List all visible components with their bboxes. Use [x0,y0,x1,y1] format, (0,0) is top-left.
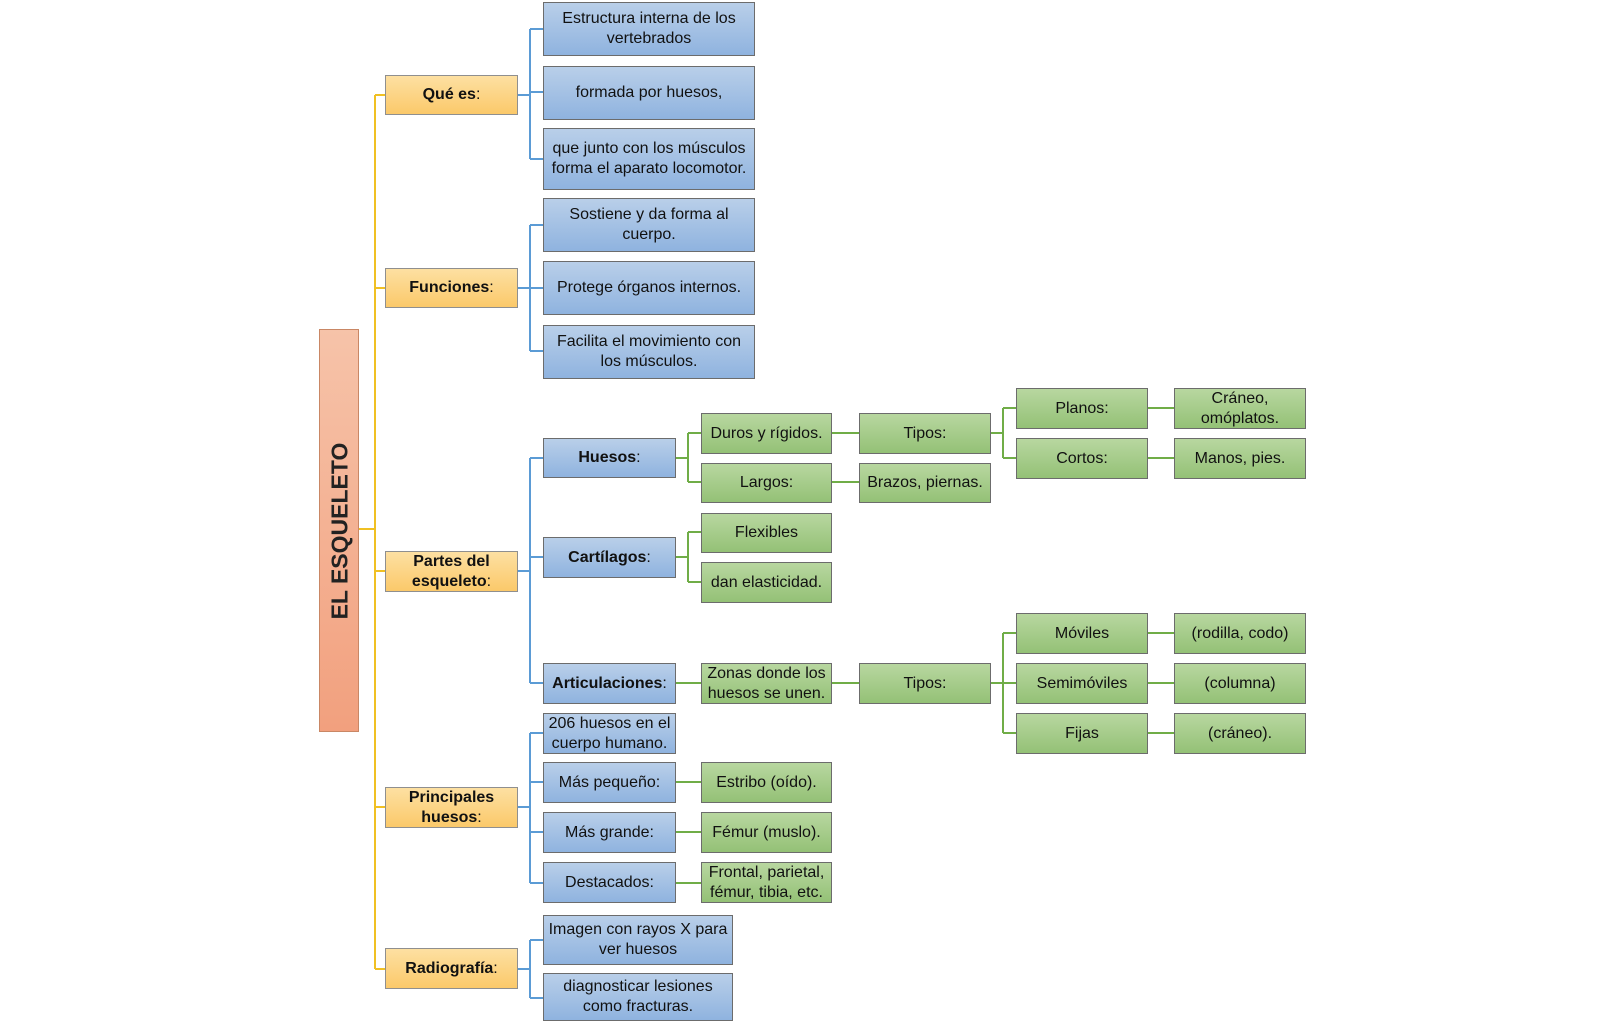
cartilagos-node: Cartílagos: [543,537,676,578]
huesos-node: Huesos: [543,438,676,478]
node-principales: Principales huesos: [385,787,518,828]
principales-pequeno: Más pequeño: [543,762,676,803]
node-funciones: Funciones: [385,268,518,308]
huesos-cortos: Cortos: [1016,438,1148,479]
huesos-planos-ejemplo: Cráneo, omóplatos. [1174,388,1306,429]
cartilagos-item-1: Flexibles [701,513,832,553]
funciones-item-1: Sostiene y da forma al cuerpo. [543,198,755,252]
principales-count: 206 huesos en el cuerpo humano. [543,713,676,754]
blue-connectors [518,28,543,999]
node-radiografia: Radiografía: [385,948,518,989]
root-node: EL ESQUELETO [319,329,359,732]
root-title: EL ESQUELETO [326,442,352,619]
articulaciones-fijas: Fijas [1016,713,1148,754]
huesos-planos: Planos: [1016,388,1148,429]
que-es-label: Qué es [422,86,476,103]
partes-label: Partes del esqueleto [411,552,490,590]
huesos-label: Huesos [578,449,637,466]
funciones-item-2: Protege órganos internos. [543,261,755,315]
articulaciones-node: Articulaciones: [543,663,676,704]
articulaciones-label: Articulaciones [552,674,663,692]
principales-grande: Más grande: [543,812,676,853]
articulaciones-semimoviles: Semimóviles [1016,663,1148,704]
principales-destacados: Destacados: [543,862,676,903]
articulaciones-moviles: Móviles [1016,613,1148,654]
radiografia-item-2: diagnosticar lesiones como fracturas. [543,973,733,1021]
node-partes: Partes del esqueleto: [385,551,518,592]
funciones-item-3: Facilita el movimiento con los músculos. [543,325,755,379]
huesos-tipos: Tipos: [859,413,991,454]
funciones-label: Funciones [409,279,490,296]
articulaciones-tipos: Tipos: [859,663,991,704]
principales-grande-ejemplo: Fémur (muslo). [701,812,832,853]
principales-label: Principales huesos [408,788,495,826]
root-connectors [359,94,385,970]
principales-destacados-ejemplo: Frontal, parietal, fémur, tibia, etc. [701,862,832,903]
cartilagos-item-2: dan elasticidad. [701,562,832,603]
que-es-item-2: formada por huesos, [543,66,755,120]
articulaciones-semimoviles-ejemplo: (columna) [1174,663,1306,704]
articulaciones-fijas-ejemplo: (cráneo). [1174,713,1306,754]
que-es-item-1: Estructura interna de los vertebrados [543,2,755,56]
node-que-es: Qué es: [385,75,518,115]
huesos-duros: Duros y rígidos. [701,413,832,454]
principales-pequeno-ejemplo: Estribo (oído). [701,762,832,803]
radiografia-item-1: Imagen con rayos X para ver huesos [543,915,733,965]
articulaciones-moviles-ejemplo: (rodilla, codo) [1174,613,1306,654]
articulaciones-zonas: Zonas donde los huesos se unen. [701,663,832,704]
que-es-item-3: que junto con los músculos forma el apar… [543,128,755,190]
cartilagos-label: Cartílagos [568,548,647,566]
green-connectors [676,407,1174,884]
huesos-largos: Largos: [701,463,832,503]
huesos-largos-ejemplo: Brazos, piernas. [859,463,991,503]
huesos-cortos-ejemplo: Manos, pies. [1174,438,1306,479]
radiografia-label: Radiografía [405,959,494,977]
